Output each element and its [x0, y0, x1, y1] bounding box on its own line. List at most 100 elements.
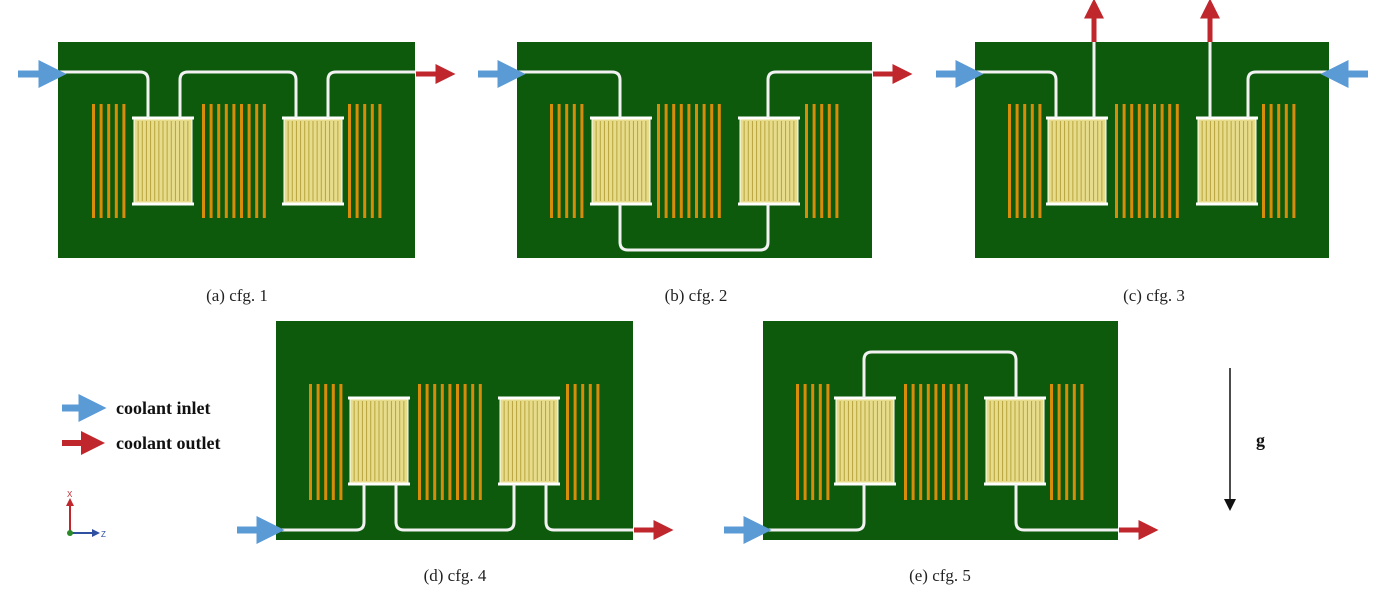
fuel-rod: [1122, 104, 1126, 218]
fuel-rod: [107, 104, 111, 218]
fuel-rod: [463, 384, 467, 500]
fuel-rod: [433, 384, 437, 500]
fuel-rod: [820, 104, 824, 218]
fuel-rod: [1030, 104, 1034, 218]
fuel-rod: [1015, 104, 1019, 218]
rod-group-middle: [202, 104, 266, 218]
fuel-rod: [934, 384, 938, 500]
fuel-rod: [114, 104, 118, 218]
fuel-rod: [657, 104, 660, 218]
fuel-rod: [1050, 384, 1053, 500]
coolant-pipe: [975, 42, 1329, 118]
fuel-rod: [572, 104, 576, 218]
fuel-rod: [1008, 104, 1011, 218]
fuel-rod: [811, 384, 815, 500]
axis-origin: [67, 530, 73, 536]
axis-triad: X Z: [66, 490, 106, 539]
fuel-rod: [1057, 384, 1061, 500]
rod-group-left: [309, 384, 343, 500]
fuel-rod: [425, 384, 429, 500]
fuel-rod: [1160, 104, 1164, 218]
fuel-rod: [92, 104, 95, 218]
core-left: [590, 116, 652, 206]
fuel-rod: [702, 104, 706, 218]
legend-inlet-label: coolant inlet: [116, 398, 211, 418]
reactor-board: [763, 321, 1118, 540]
fuel-rod: [209, 104, 213, 218]
fuel-rod: [827, 104, 831, 218]
panel-cfg-4: (d) cfg. 4: [237, 321, 674, 585]
panel-cfg-3: (c) cfg. 3: [936, 0, 1368, 305]
fuel-rod: [1130, 104, 1134, 218]
fuel-rod: [672, 104, 676, 218]
fuel-rod: [232, 104, 236, 218]
fuel-rod: [926, 384, 930, 500]
fuel-rod: [1153, 104, 1156, 218]
fuel-rod: [588, 384, 592, 500]
fuel-rod: [566, 384, 569, 500]
fuel-rod: [550, 104, 553, 218]
reactor-board: [276, 321, 633, 540]
fuel-rod: [339, 384, 343, 500]
fuel-rod: [1168, 104, 1172, 218]
fuel-rod: [1080, 384, 1084, 500]
panel-caption: (d) cfg. 4: [424, 566, 487, 585]
x-axis-label: X: [67, 490, 73, 499]
z-axis-arrowhead: [92, 529, 100, 537]
fuel-rod: [942, 384, 945, 500]
legend-outlet-label: coolant outlet: [116, 433, 220, 453]
fuel-rod: [796, 384, 799, 500]
fuel-rod: [835, 104, 839, 218]
fuel-rod: [695, 104, 698, 218]
fuel-rod: [363, 104, 367, 218]
fuel-rod: [224, 104, 228, 218]
panel-caption: (a) cfg. 1: [206, 286, 268, 305]
fuel-rod: [240, 104, 243, 218]
fuel-rod: [1269, 104, 1273, 218]
rod-group-middle: [904, 384, 968, 500]
fuel-rod: [348, 104, 351, 218]
fuel-rod: [1175, 104, 1179, 218]
fuel-rod: [679, 104, 683, 218]
coolant-pipe: [58, 70, 415, 118]
fuel-rod: [262, 104, 266, 218]
rod-group-right: [805, 104, 839, 218]
fuel-rod: [596, 384, 600, 500]
core-right: [1196, 116, 1258, 206]
fuel-rod: [456, 384, 459, 500]
legend: coolant inlet coolant outlet: [62, 394, 220, 455]
core-right: [738, 116, 800, 206]
core-right: [984, 396, 1046, 486]
fuel-rod: [904, 384, 907, 500]
core-left: [1046, 116, 1108, 206]
fuel-rod: [919, 384, 923, 500]
fuel-rod: [1137, 104, 1141, 218]
fuel-rod: [949, 384, 953, 500]
fuel-rod: [664, 104, 668, 218]
fuel-rod: [1038, 104, 1042, 218]
fuel-rod: [1284, 104, 1288, 218]
panel-caption: (e) cfg. 5: [909, 566, 971, 585]
fuel-rod: [826, 384, 830, 500]
panel-cfg-2: (b) cfg. 2: [478, 42, 913, 305]
rod-group-left: [550, 104, 584, 218]
fuel-rod: [355, 104, 359, 218]
fuel-rod: [370, 104, 374, 218]
fuel-rod: [440, 384, 444, 500]
core-left: [348, 396, 410, 486]
core-left: [132, 116, 194, 206]
fuel-rod: [1065, 384, 1069, 500]
fuel-rod: [687, 104, 691, 218]
coolant-pipe: [517, 70, 872, 252]
coolant-pipe: [276, 484, 633, 532]
fuel-rod: [812, 104, 816, 218]
gravity-indicator: g: [1224, 368, 1265, 511]
fuel-rod: [803, 384, 807, 500]
fuel-rod: [448, 384, 452, 500]
fuel-rod: [471, 384, 475, 500]
fuel-rod: [710, 104, 714, 218]
fuel-rod: [255, 104, 259, 218]
fuel-rod: [1023, 104, 1027, 218]
fuel-rod: [1277, 104, 1281, 218]
